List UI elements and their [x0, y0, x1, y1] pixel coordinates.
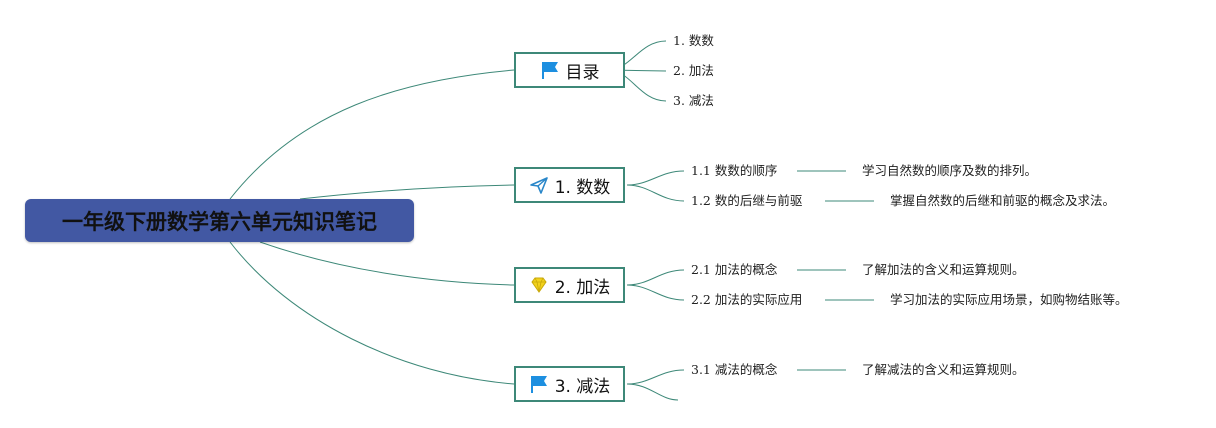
branch-toc[interactable]: 目录	[514, 52, 625, 88]
addition-item-2[interactable]: 2.2 加法的实际应用	[691, 292, 803, 307]
counting-link-1	[626, 170, 685, 186]
flag-icon	[540, 60, 560, 80]
flag-icon	[529, 374, 549, 394]
root-link-counting	[299, 184, 515, 200]
subtraction-note-1[interactable]: 了解减法的含义和运算规则。	[862, 362, 1025, 377]
toc-item-1[interactable]: 1. 数数	[673, 33, 714, 48]
root-link-addition	[259, 241, 515, 286]
branch-subtraction-label: 3. 减法	[554, 376, 611, 397]
branch-toc-label: 目录	[565, 62, 600, 83]
branch-counting[interactable]: 1. 数数	[514, 167, 625, 203]
toc-item-3[interactable]: 3. 减法	[673, 93, 714, 108]
addition-note-1[interactable]: 了解加法的含义和运算规则。	[862, 262, 1025, 277]
subtraction-link-1	[626, 369, 685, 385]
root-title: 一年级下册数学第六单元知识笔记	[62, 209, 377, 234]
paper-plane-icon	[529, 175, 549, 195]
counting-link-2	[626, 184, 685, 202]
addition-item-1[interactable]: 2.1 加法的概念	[691, 262, 778, 277]
toc-item-2[interactable]: 2. 加法	[673, 63, 714, 78]
root-link-toc	[229, 69, 515, 200]
branch-addition[interactable]: 2. 加法	[514, 267, 625, 303]
counting-item-1[interactable]: 1.1 数数的顺序	[691, 163, 778, 178]
counting-item-2[interactable]: 1.2 数的后继与前驱	[691, 193, 803, 208]
branch-subtraction[interactable]: 3. 减法	[514, 366, 625, 402]
subtraction-item-1[interactable]: 3.1 减法的概念	[691, 362, 778, 377]
diamond-icon	[529, 275, 549, 295]
counting-note-2[interactable]: 掌握自然数的后继和前驱的概念及求法。	[890, 193, 1116, 208]
addition-note-2[interactable]: 学习加法的实际应用场景，如购物结账等。	[890, 292, 1128, 307]
addition-link-2	[626, 284, 685, 301]
counting-note-1[interactable]: 学习自然数的顺序及数的排列。	[862, 163, 1038, 178]
subtraction-link-2	[626, 383, 679, 401]
branch-counting-label: 1. 数数	[554, 177, 611, 198]
root-topic[interactable]: 一年级下册数学第六单元知识笔记	[25, 199, 414, 242]
root-link-subtraction	[229, 241, 515, 385]
branch-addition-label: 2. 加法	[554, 277, 611, 298]
addition-link-1	[626, 269, 685, 286]
